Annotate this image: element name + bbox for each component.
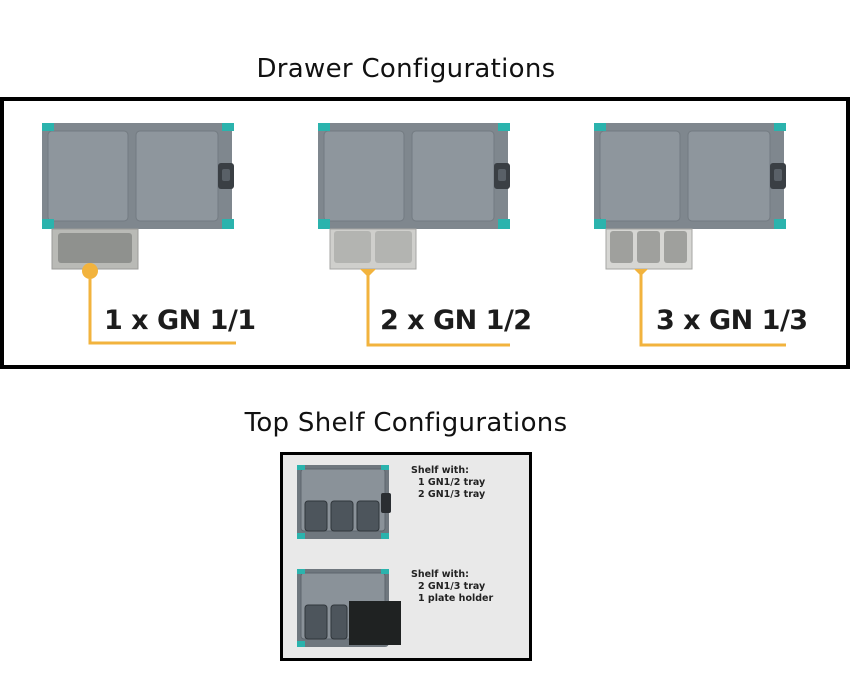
drawer-configurations-panel: 1 x GN 1/1 2 x GN 1/2 <box>0 97 850 369</box>
drawer-configurations-title: Drawer Configurations <box>256 54 556 84</box>
shelf-config-2-text: Shelf with: 2 GN1/3 tray 1 plate holder <box>411 569 493 605</box>
cooler-1-illustration <box>42 123 236 345</box>
shelf-config-1-line-2: 2 GN1/3 tray <box>418 489 486 500</box>
shelf-config-2-heading: Shelf with: <box>411 569 469 580</box>
drawer-config-label-3: 3 x GN 1/3 <box>656 305 808 336</box>
cooler-3-illustration <box>594 123 786 347</box>
shelf-config-1-line-1: 1 GN1/2 tray <box>418 477 486 488</box>
shelf-config-1-text: Shelf with: 1 GN1/2 tray 2 GN1/3 tray <box>411 465 485 501</box>
shelf-config-2-line-1: 2 GN1/3 tray <box>418 581 486 592</box>
top-shelf-configurations-panel: Shelf with: 1 GN1/2 tray 2 GN1/3 tray Sh… <box>280 452 532 661</box>
drawer-config-label-2: 2 x GN 1/2 <box>380 305 532 336</box>
shelf-config-1-heading: Shelf with: <box>411 465 469 476</box>
drawer-config-1 <box>38 119 248 359</box>
drawer-config-label-1: 1 x GN 1/1 <box>104 305 256 336</box>
shelf-config-2-line-2: 1 plate holder <box>418 593 494 604</box>
shelf-config-2-illustration <box>297 569 401 647</box>
top-shelf-configurations-title: Top Shelf Configurations <box>244 408 568 438</box>
cooler-2-illustration <box>318 123 510 347</box>
drawer-config-3 <box>590 119 800 359</box>
drawer-config-2 <box>314 119 524 359</box>
shelf-config-1-illustration <box>297 465 391 539</box>
